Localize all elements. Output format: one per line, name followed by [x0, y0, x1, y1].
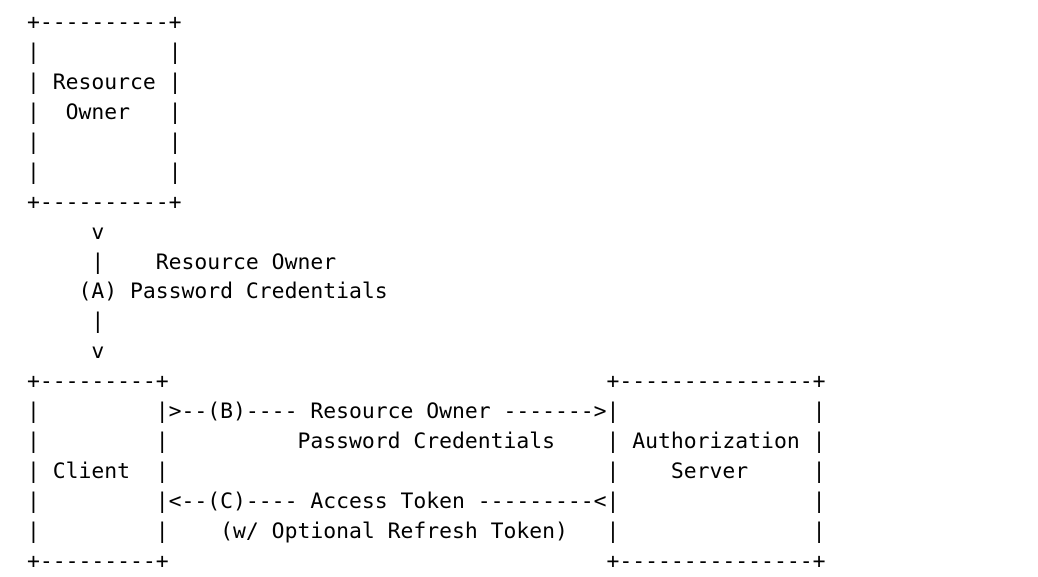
flow-b-label-line-2: | | Password Credentials | Authorization… [27, 429, 826, 455]
flow-a-arrow-head-top: v [27, 219, 105, 245]
flow-b-arrow-line: | |>--(B)---- Resource Owner ------->| | [27, 399, 826, 425]
resource-owner-box-top-border: +----------+ [27, 10, 182, 35]
flow-c-arrow-line: | |<--(C)---- Access Token ---------<| | [27, 489, 826, 514]
resource-owner-box-blank-row: | | [27, 39, 182, 65]
bottom-boxes-top-border: +---------+ +---------------+ [27, 369, 826, 395]
flow-a-shaft: | [27, 309, 105, 335]
flow-a-label-line-2: (A) Password Credentials [27, 279, 388, 305]
resource-owner-box-bottom-border: +----------+ [27, 189, 182, 215]
resource-owner-box-blank-row-3: | | [27, 159, 182, 185]
resource-owner-box-blank-row-2: | | [27, 129, 182, 155]
resource-owner-label-line-1: | Resource | [27, 69, 182, 95]
flow-c-label-line-2: | | (w/ Optional Refresh Token) | | [27, 518, 826, 544]
resource-owner-label-line-2: | Owner | [27, 99, 182, 125]
client-label-and-auth-server-label: | Client | | Server | [27, 459, 826, 485]
flow-a-arrow-head-bottom: v [27, 339, 105, 365]
flow-a-label-line-1: | Resource Owner [27, 249, 337, 275]
oauth-password-credentials-flow-diagram: +----------+ | | | Resource | | Owner | | | |… [27, 8, 825, 577]
bottom-boxes-bottom-border: +---------+ +---------------+ [27, 548, 826, 574]
